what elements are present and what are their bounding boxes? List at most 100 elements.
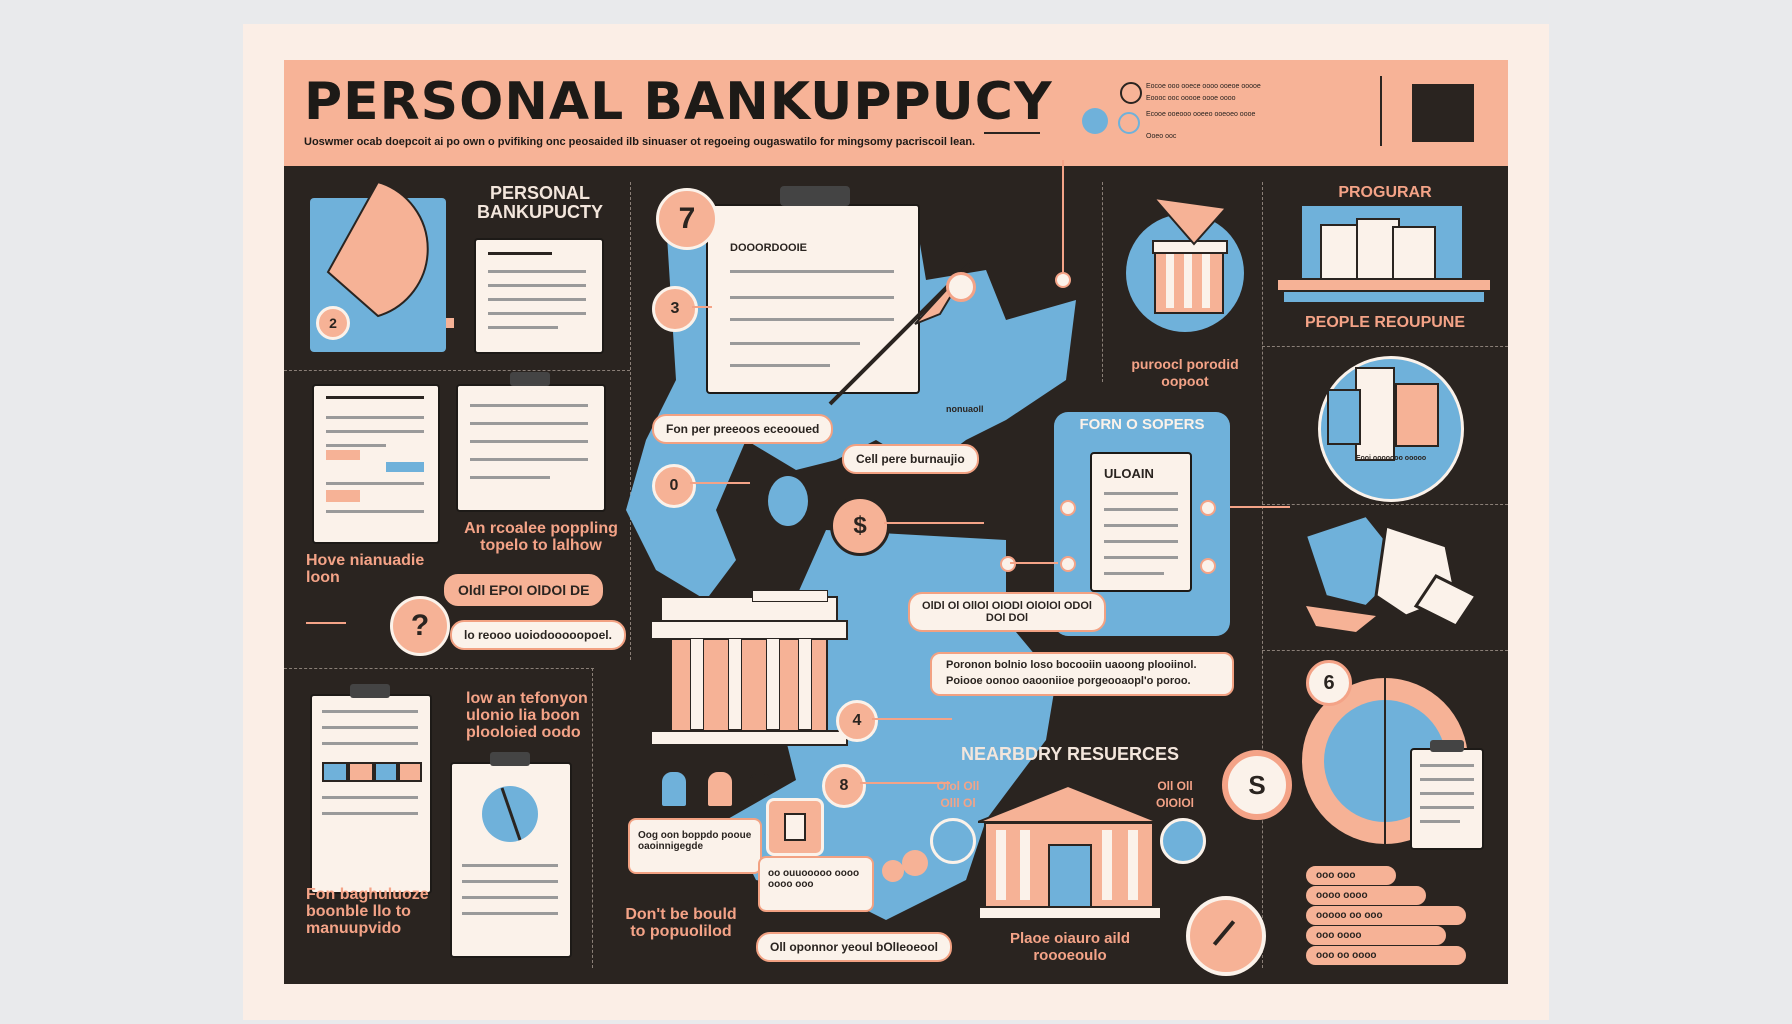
pill-5: Oog oon boppdo pooue oaoinnigegde [638, 830, 752, 852]
connector [1230, 506, 1290, 508]
form-document: ULOAIN [1090, 452, 1192, 592]
main-document: DOOORDOOIE [706, 186, 920, 394]
pill-a: OlDl Ol OllOl OlODl OlOlOl ODOl DOl DOl [908, 592, 1106, 632]
badge-4: 4 [836, 700, 878, 742]
report-document [1410, 740, 1484, 850]
map-label: nonuaoll [946, 404, 984, 414]
nearby-title: NEARBDRY RESUERCES [960, 744, 1180, 764]
pill-4: lo reooo uoiodooooopoel. [450, 620, 626, 650]
caption-right: An rcoalee poppling topelo to lalhow [464, 520, 618, 554]
left-hdivider-2 [284, 668, 594, 669]
person-icon [706, 770, 734, 808]
legend-line-3: Ecooe ooeooo ooeeo ooeoeo oooe [1146, 111, 1256, 118]
info-box-6: oo ouuooooo oooo oooo ooo [758, 856, 874, 912]
qr-code-icon [1412, 84, 1474, 142]
badge-3: 3 [652, 286, 698, 332]
connector [860, 782, 950, 784]
right-hdivider-3 [1262, 650, 1508, 651]
form-title: FORN O SOPERS [1079, 416, 1205, 433]
legend-line-1: Eocoe ooo ooece oooo ooeoe ooooe [1146, 83, 1261, 90]
form-doc-label: ULOAIN [1104, 466, 1154, 481]
nearby-left: Olol Oll Olll Ol [936, 779, 980, 810]
note-line-2: Poiooe oonoo oaooniioe porgeooaopl'o por… [946, 675, 1191, 687]
bank-caption: puroocl porodid oopoot [1131, 356, 1239, 389]
clipboard-document-3 [450, 752, 572, 958]
header-banner [284, 60, 1508, 166]
pie-chart-icon [326, 182, 429, 318]
tree-circle-icon [1160, 818, 1206, 864]
pill-3: Oldl EPOI OlDOl DE [444, 574, 604, 606]
section1-title: PERSONAL BANKUPUCTY [477, 183, 603, 222]
question-icon: ? [390, 596, 450, 656]
right-divider-1 [1102, 182, 1103, 382]
people-caption: PEOPLE REOUPUNE [1304, 314, 1466, 331]
connector-dot [1000, 556, 1016, 572]
title-underline [984, 132, 1040, 134]
courthouse-icon [650, 596, 848, 752]
accent-line [306, 622, 346, 624]
right-divider-2 [1262, 182, 1263, 968]
list-item: ooo ooo [1306, 866, 1396, 885]
down-arrow-icon [1154, 198, 1226, 246]
connector-dot [1200, 500, 1216, 516]
info-icon [1120, 82, 1142, 104]
location-icon [930, 818, 976, 864]
left-hdivider-1 [284, 370, 630, 371]
money-bag-icon: $ [830, 496, 890, 556]
dollar-sign-icon: S [1222, 750, 1292, 820]
target-icon [1118, 112, 1140, 134]
legend-line-2: Eoooc ooc ooooe oooe oooo [1146, 95, 1236, 102]
note-box: Poronon bolnio loso bocooiin uaoong ploo… [930, 652, 1234, 696]
connector [1062, 160, 1064, 272]
books-circle: Eooi ooooooo ooooo [1318, 356, 1464, 502]
header-divider [1380, 76, 1382, 146]
doc-heading: DOOORDOOIE [730, 242, 808, 254]
document-card-1 [474, 238, 604, 354]
caption-bottom-left: Fon baghuluoze boonble llo to manuupvido [306, 886, 429, 937]
document-badge-icon [766, 798, 824, 856]
pill-1: Fon per preeoos eceooued [652, 414, 834, 444]
person-outline-icon [750, 772, 770, 798]
caption-left: Hove nianuadie loon [306, 552, 425, 586]
tree-icon [872, 850, 932, 900]
clipboard-document [456, 372, 606, 512]
badge-6: 6 [1306, 660, 1352, 706]
person-icon [660, 770, 688, 808]
caption-bottom-mid: low an tefonyon ulonio lia boon plooloie… [466, 690, 588, 741]
clipboard-document-2 [310, 684, 432, 894]
badge-2: 2 [316, 306, 350, 340]
pill-7: Oll oponnor yeoul bOlIeoeool [756, 932, 952, 962]
left-divider [630, 182, 631, 660]
badge-8: 8 [822, 764, 866, 808]
clock-icon [1186, 896, 1266, 976]
nearby-right: Oll Oll OlOlOl [1155, 779, 1194, 810]
badge-7: 7 [656, 188, 718, 250]
legend-line-4: Ooeo ooc [1146, 133, 1177, 140]
right-title-top: PROGURAR [1338, 184, 1432, 201]
pin-dot [946, 272, 976, 302]
bank-icon [1152, 240, 1228, 314]
connector-dot [1055, 272, 1071, 288]
connector-dot [1060, 556, 1076, 572]
right-hdivider-2 [1262, 504, 1508, 505]
right-hdivider-1 [1262, 346, 1508, 347]
hand-icon [1304, 514, 1479, 632]
circle-caption: Eooi ooooooo ooooo [1355, 455, 1427, 462]
globe-icon [1082, 108, 1108, 134]
connector [884, 522, 984, 524]
list-item: ooo oo oooo [1306, 946, 1466, 965]
building-sign [752, 590, 828, 602]
page-subtitle: Uoswmer ocab doepcoit ai po own o pvifik… [304, 136, 976, 148]
left-divider-2 [592, 668, 593, 968]
connector-dot [1200, 558, 1216, 574]
dont-caption: Don't be bould to popuolilod [625, 906, 737, 940]
connector-dot [1060, 500, 1076, 516]
connector [1010, 562, 1058, 564]
connector [872, 718, 952, 720]
pill-2: Cell pere burnaujio [842, 444, 979, 474]
list-item: ooooo oo ooo [1306, 906, 1466, 925]
connector [690, 482, 750, 484]
place-caption: Plaoe oiauro aild roooeoulo [1009, 930, 1131, 964]
list-item: ooo oooo [1306, 926, 1446, 945]
connector [692, 306, 712, 308]
